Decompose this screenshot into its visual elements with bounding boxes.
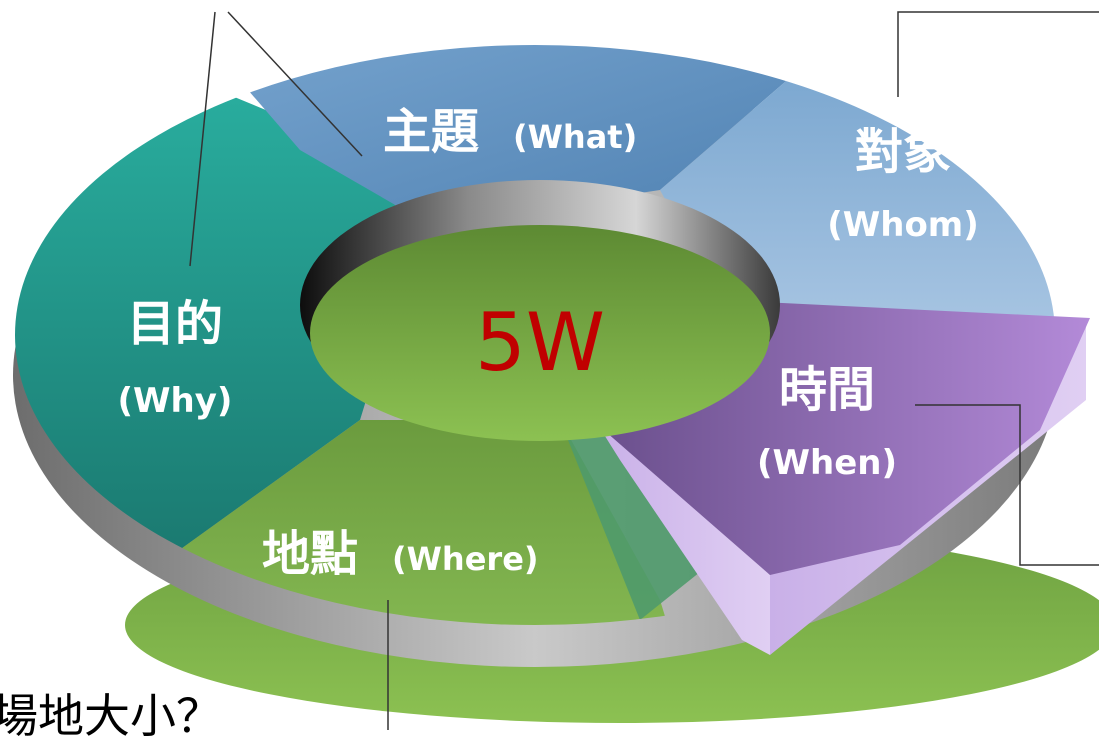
segment-when-side [598, 425, 770, 655]
svg-text:目的: 目的 [127, 296, 223, 352]
segment-where-edge [560, 420, 715, 620]
svg-text:(Whom): (Whom) [827, 205, 979, 245]
svg-text:對象: 對象 [855, 124, 951, 180]
svg-text:(Why): (Why) [118, 381, 233, 421]
label-what: 主題 (What) [383, 104, 637, 160]
svg-text:(Where): (Where) [392, 540, 539, 578]
callout-lines [189, 11, 1099, 730]
center-disc [310, 225, 770, 441]
svg-text:(When): (When) [757, 443, 897, 483]
svg-text:主題: 主題 [383, 104, 479, 160]
label-when: 時間 (When) [757, 362, 897, 483]
bottom-note: 場地大小？ [0, 689, 222, 743]
svg-text:時間: 時間 [779, 362, 875, 418]
svg-text:(What): (What) [513, 118, 637, 156]
center-label: 5W [475, 296, 605, 389]
label-why: 目的 (Why) [118, 296, 233, 421]
svg-text:地點: 地點 [262, 526, 358, 582]
label-whom: 對象 (Whom) [827, 124, 979, 245]
segment-where [15, 420, 700, 625]
label-where: 地點 (Where) [262, 526, 539, 582]
five-w-diagram: 5W 主題 (What) 對象 (Whom) 目的 (Why) 時間 (When… [13, 11, 1099, 730]
